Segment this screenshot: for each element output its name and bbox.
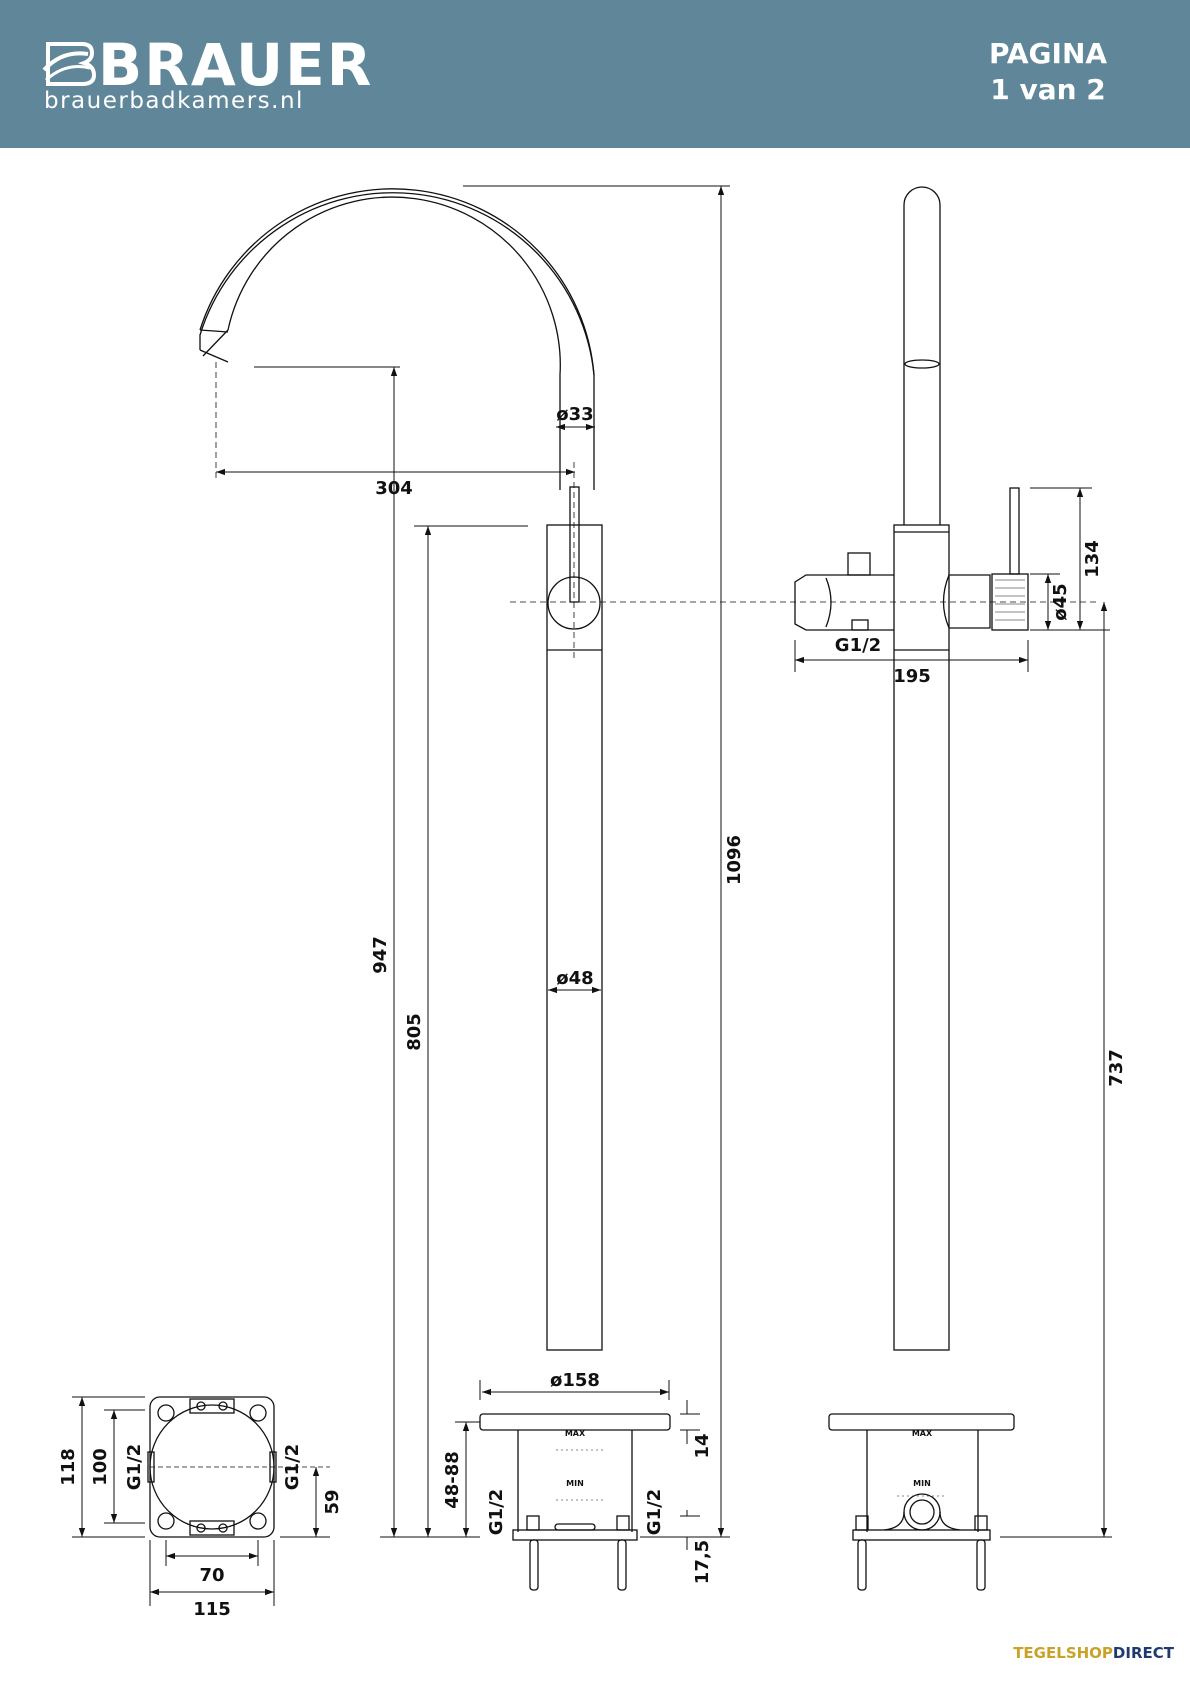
label-d158: ø158 [550,1370,600,1391]
label-g12-right: G1/2 [644,1489,665,1535]
label-side-min: MIN [913,1479,931,1488]
base-plate [479,1413,671,1431]
footer-brand-part1: TEGEL [1013,1644,1066,1662]
side-base-plate [828,1413,1015,1431]
side-lever [1009,487,1020,575]
label-1096: 1096 [724,835,745,885]
brand-name: BRAUER [98,31,374,99]
page-number: 1 van 2 [990,73,1106,106]
side-mounting-bracket [852,1529,991,1541]
label-d33: ø33 [556,404,593,425]
spout-top [199,188,595,376]
mixer-lever [569,486,580,603]
label-737: 737 [1106,1049,1127,1087]
label-48-88: 48-88 [442,1451,463,1509]
label-134: 134 [1082,540,1103,578]
label-59: 59 [322,1489,343,1514]
spout-outer [202,196,561,490]
footer-brand: TEGELSHOPDIRECT [1013,1644,1174,1662]
label-plan-g12-left: G1/2 [124,1444,145,1490]
aerator [904,359,940,369]
side-knob [949,574,991,629]
label-side-max: MAX [912,1429,933,1438]
shower-outlet [794,574,894,631]
side-spout [903,186,941,525]
label-100: 100 [90,1448,111,1486]
label-17-5: 17,5 [692,1540,713,1584]
label-304: 304 [375,478,413,499]
label-70: 70 [199,1565,224,1586]
label-d48: ø48 [556,968,593,989]
label-115: 115 [193,1599,231,1620]
label-947: 947 [370,936,391,974]
label-side-g12: G1/2 [835,635,881,656]
label-plan-g12-right: G1/2 [282,1444,303,1490]
brauer-logo-icon [42,42,96,86]
label-195: 195 [893,666,931,687]
label-max: MAX [565,1429,586,1438]
mounting-bracket [512,1529,638,1541]
page-indicator: PAGINA 1 van 2 [948,36,1148,108]
label-805: 805 [404,1013,425,1051]
side-body [893,524,950,1351]
label-g12-left: G1/2 [486,1489,507,1535]
label-118: 118 [58,1448,79,1486]
label-min: MIN [566,1479,584,1488]
outlet-cap [847,552,871,576]
label-d45: ø45 [1050,583,1071,620]
page-label: PAGINA [988,37,1108,70]
header-bar: BRAUER brauerbadkamers.nl PAGINA 1 van 2 [0,0,1190,148]
footer-brand-part3: DIRECT [1112,1644,1174,1662]
footer-brand-part2: SHOP [1065,1644,1113,1662]
side-view [794,186,1029,1591]
label-14: 14 [692,1433,713,1458]
website-url: brauerbadkamers.nl [44,88,304,114]
faucet-body [546,524,603,1351]
front-view [199,188,671,1591]
spout-inner [199,192,595,490]
